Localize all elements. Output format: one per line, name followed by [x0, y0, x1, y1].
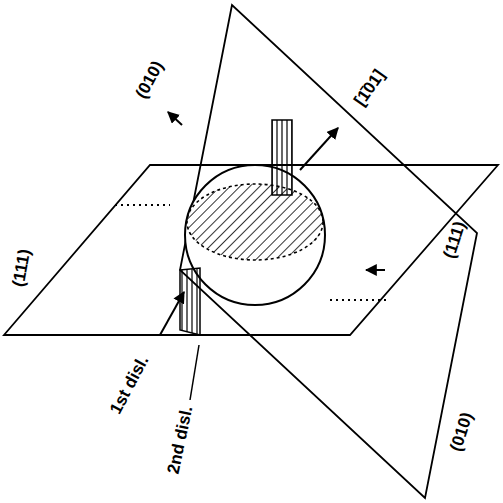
dislocation-label: 1st disl.: [106, 352, 153, 417]
leader-arrow: [160, 292, 184, 335]
dislocation-segment: [272, 120, 292, 195]
direction-label: [1̄01]: [350, 66, 389, 110]
plane-label: (010): [132, 58, 168, 102]
hatched-loop: [187, 184, 323, 260]
hidden-edge: [115, 204, 170, 206]
hidden-edge: [330, 299, 390, 301]
direction-arrow: [300, 128, 338, 170]
dislocation-segment: [180, 268, 200, 335]
motion-arrow: [366, 269, 385, 271]
loop-circle: [185, 165, 325, 305]
plane-010: [180, 5, 477, 498]
dislocation-label: 2nd disl.: [163, 404, 197, 476]
leader-line: [190, 345, 199, 400]
motion-arrow: [168, 112, 182, 125]
plane-label: (111): [9, 248, 35, 289]
plane-label: (111): [440, 219, 471, 261]
plane-label: (010): [446, 410, 477, 454]
plane-111: [4, 165, 498, 335]
